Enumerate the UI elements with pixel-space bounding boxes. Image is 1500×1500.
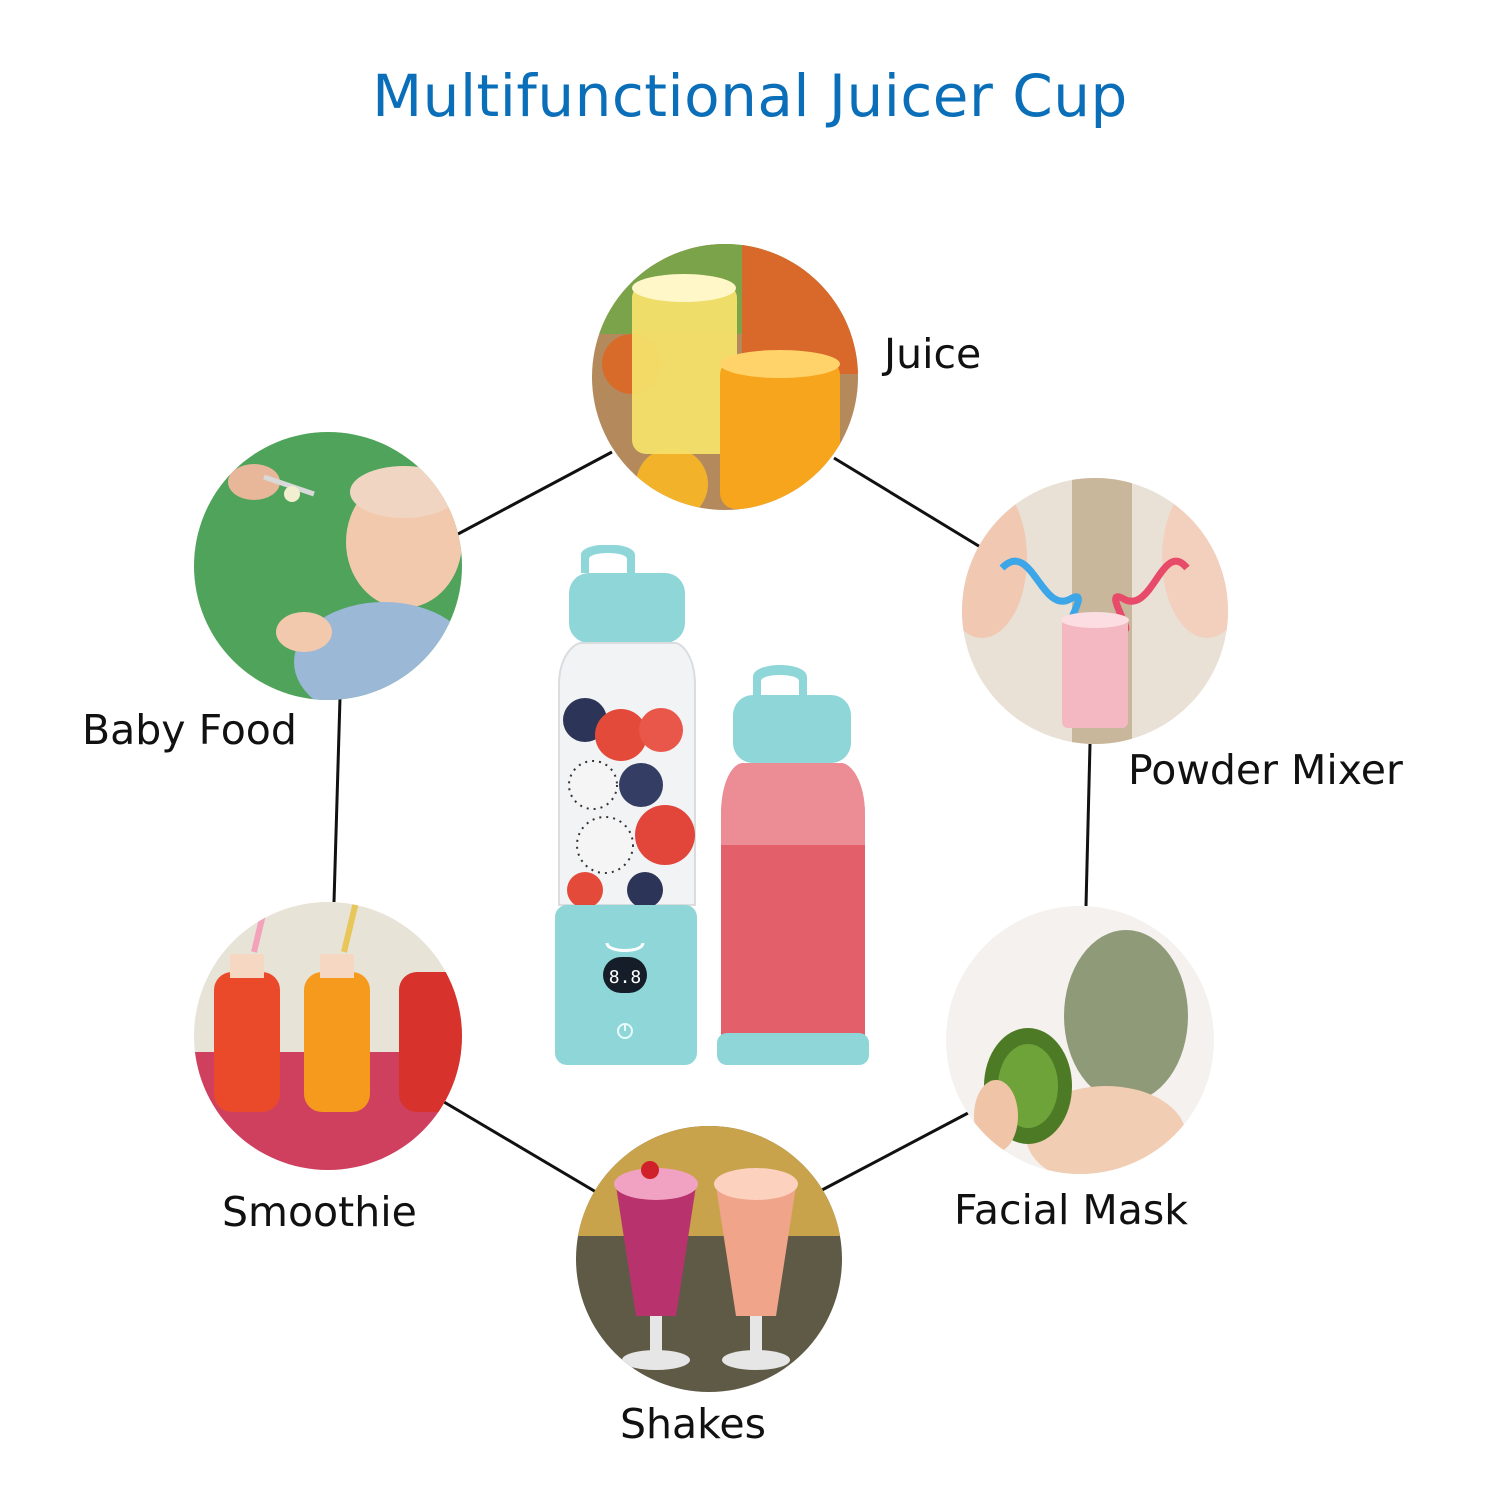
juicer-cup-product: 8.8 xyxy=(555,545,869,1065)
use-label-smoothie: Smoothie xyxy=(222,1188,417,1236)
timer-display: 8.8 xyxy=(609,967,642,988)
juicer-bottle-with-fruit: 8.8 xyxy=(555,545,697,1065)
use-label-facial-mask: Facial Mask xyxy=(954,1186,1189,1234)
juicer-bottle-with-smoothie xyxy=(717,665,869,1065)
juice-image xyxy=(592,244,858,510)
shakes-image xyxy=(576,1126,842,1392)
page-title: Multifunctional Juicer Cup xyxy=(372,62,1128,130)
smoothie-image xyxy=(194,902,462,1170)
use-label-baby-food: Baby Food xyxy=(82,706,297,754)
use-label-powder-mixer: Powder Mixer xyxy=(1128,746,1403,794)
use-label-juice: Juice xyxy=(884,330,982,378)
powder-mixer-image xyxy=(962,478,1228,744)
baby-food-image xyxy=(194,432,462,700)
use-label-shakes: Shakes xyxy=(620,1400,767,1448)
facial-mask-image xyxy=(946,906,1214,1174)
